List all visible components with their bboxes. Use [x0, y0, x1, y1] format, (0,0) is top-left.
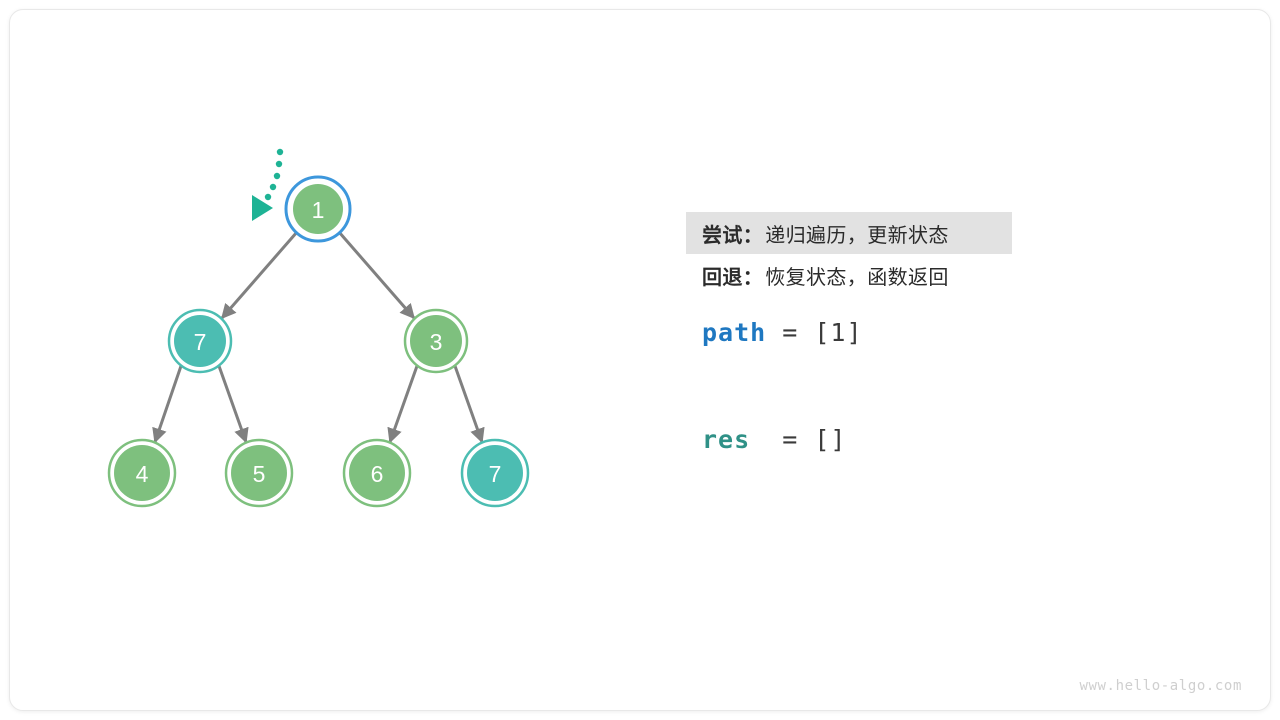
variable-res-name: res — [702, 425, 751, 454]
edge-7left-to-4 — [152, 365, 183, 444]
pointer-dot — [275, 160, 283, 168]
tree-node-4[interactable]: 4 — [107, 438, 177, 508]
pointer-arrowhead — [252, 195, 273, 221]
variable-res: res = [] — [686, 425, 1106, 454]
node-ring — [167, 308, 233, 374]
node-label: 7 — [194, 329, 207, 355]
edge-1-to-7left — [220, 231, 299, 320]
node-label: 7 — [489, 461, 502, 487]
variable-path-value: = [1] — [766, 318, 863, 347]
pointer-dot — [264, 193, 272, 201]
node-ring — [107, 438, 177, 508]
node-circle — [467, 445, 523, 501]
node-label: 1 — [312, 197, 325, 223]
node-label: 4 — [136, 461, 149, 487]
explanation-panel: 尝试： 递归遍历，更新状态 回退： 恢复状态，函数返回 path = [1] r… — [686, 212, 1106, 454]
tree-node-6[interactable]: 6 — [342, 438, 412, 508]
pointer-dot — [273, 172, 281, 180]
tree-node-1[interactable]: 1 — [284, 175, 352, 243]
tree-node-3[interactable]: 3 — [403, 308, 469, 374]
node-ring — [403, 308, 469, 374]
node-ring — [460, 438, 530, 508]
variable-path: path = [1] — [686, 318, 1106, 347]
edge-7left-to-5 — [217, 365, 249, 444]
edge-1-to-3 — [337, 231, 416, 320]
edge-3-to-7right — [453, 365, 485, 444]
step-row-backtrack-key: 回退： — [702, 266, 764, 289]
node-label: 5 — [253, 461, 266, 487]
step-row-backtrack-value: 恢复状态，函数返回 — [765, 266, 949, 289]
node-label: 3 — [430, 329, 443, 355]
step-row-backtrack: 回退： 恢复状态，函数返回 — [686, 254, 1106, 296]
tree-edges — [152, 231, 485, 444]
node-circle — [114, 445, 170, 501]
watermark: www.hello-algo.com — [1079, 678, 1242, 694]
variable-res-value: = [] — [750, 425, 847, 454]
tree-node-7-right[interactable]: 7 — [460, 438, 530, 508]
node-highlight-ring — [284, 175, 352, 243]
node-circle — [231, 445, 287, 501]
slide-card-frame — [9, 9, 1271, 711]
node-circle — [293, 184, 343, 234]
node-label: 6 — [371, 461, 384, 487]
step-row-try: 尝试： 递归遍历，更新状态 — [686, 212, 1012, 254]
recursion-entry-pointer — [252, 148, 284, 221]
edge-3-to-6 — [387, 365, 419, 444]
node-circle — [349, 445, 405, 501]
step-row-try-key: 尝试： — [702, 224, 764, 247]
tree-node-7-left[interactable]: 7 — [167, 308, 233, 374]
node-circle — [174, 315, 226, 367]
node-ring — [342, 438, 412, 508]
node-circle — [410, 315, 462, 367]
variable-path-name: path — [702, 318, 767, 347]
step-row-try-value: 递归遍历，更新状态 — [765, 224, 949, 247]
pointer-dot — [276, 148, 284, 156]
tree-node-5[interactable]: 5 — [224, 438, 294, 508]
pointer-dot — [269, 183, 277, 191]
node-ring — [224, 438, 294, 508]
